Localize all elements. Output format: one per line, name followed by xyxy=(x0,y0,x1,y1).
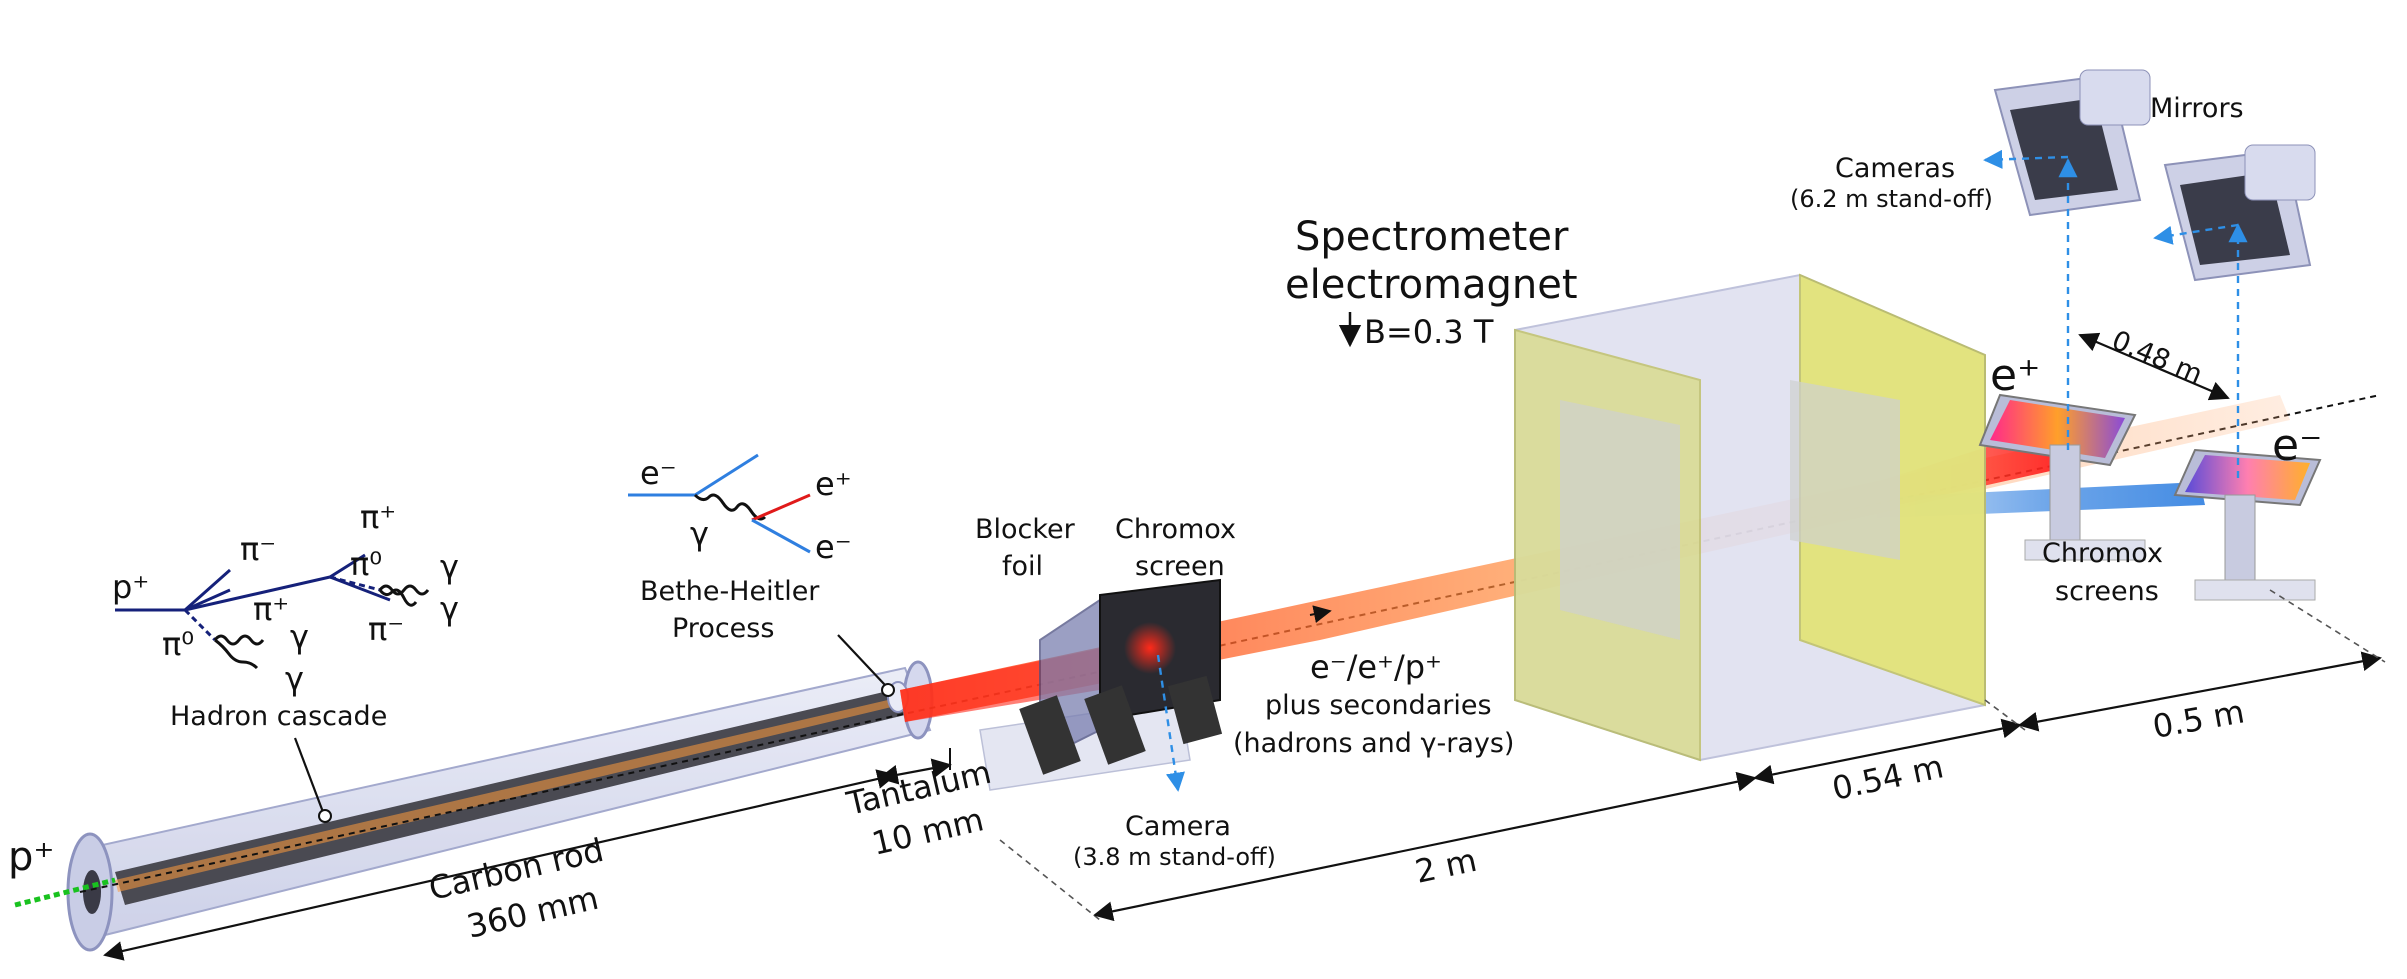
cascade-gamma-3: γ xyxy=(290,618,309,656)
incoming-proton-beam xyxy=(14,877,116,908)
bh-caption-line1: Bethe-Heitler xyxy=(640,576,820,607)
camera-label-2: (3.8 m stand-off) xyxy=(1073,843,1276,871)
chromox-label-1: Chromox xyxy=(1115,514,1236,545)
cascade-gamma-1: γ xyxy=(440,548,459,586)
screens-label-1: Chromox xyxy=(2042,538,2163,569)
cascade-pi-plus-mid: π⁺ xyxy=(253,590,289,628)
screens-label-2: screens xyxy=(2055,576,2159,607)
cascade-p-plus: p⁺ xyxy=(112,568,149,606)
camera-label-1: Camera xyxy=(1125,811,1231,842)
distance-05m-dimension xyxy=(2018,651,2382,732)
cascade-pi-minus-top: π⁻ xyxy=(240,530,276,568)
bh-e-plus-out: e⁺ xyxy=(815,465,852,503)
mirror-lower xyxy=(2163,144,2316,282)
proton-in-label: p⁺ xyxy=(8,834,55,880)
camera-sightline xyxy=(1156,654,1185,792)
tantalum-dimension xyxy=(878,758,952,785)
cascade-pi-zero-left: π⁰ xyxy=(162,625,194,663)
beam-label-2: plus secondaries xyxy=(1265,690,1492,721)
electron-chromox-screen xyxy=(2173,448,2322,601)
screen-separation-dimension xyxy=(2078,332,2230,401)
distance-054m-dimension xyxy=(1753,718,2022,785)
beam-label-1: e⁻/e⁺/p⁺ xyxy=(1310,648,1442,686)
positron-chromox-screen xyxy=(1978,393,2146,561)
mirror-upper xyxy=(1993,69,2151,217)
electron-label: e⁻ xyxy=(2272,420,2322,471)
bh-e-minus-out: e⁻ xyxy=(815,528,852,566)
mirrors-label: Mirrors xyxy=(2150,93,2244,124)
bethe-heitler-diagram xyxy=(628,453,811,554)
cascade-gamma-4: γ xyxy=(285,660,304,698)
cameras-label-2: (6.2 m stand-off) xyxy=(1790,185,1993,213)
magnet-label-1: Spectrometer xyxy=(1295,214,1569,260)
spectrometer-magnet xyxy=(1514,273,1986,762)
dim-2m: 2 m xyxy=(1412,841,1480,891)
cascade-pi-plus-right: π⁺ xyxy=(360,498,396,536)
carbon-rod-dimension xyxy=(103,769,897,961)
bh-e-minus-in: e⁻ xyxy=(640,454,677,492)
bh-caption-line2: Process xyxy=(672,613,774,644)
dim-048m: 0.48 m xyxy=(2107,325,2207,391)
positron-label: e⁺ xyxy=(1990,350,2040,401)
bh-pointer xyxy=(837,634,886,686)
hadron-cascade-caption: Hadron cascade xyxy=(170,701,387,732)
chromox-label-2: screen xyxy=(1135,551,1225,582)
dim-05m: 0.5 m xyxy=(2150,692,2247,745)
cascade-pi-zero-right: π⁰ xyxy=(350,545,382,583)
blocker-and-screen-assembly xyxy=(979,578,1223,791)
hadron-cascade-diagram xyxy=(115,553,430,670)
cascade-gamma-2: γ xyxy=(440,590,459,628)
bh-gamma: γ xyxy=(690,515,709,553)
distance-2m-dimension xyxy=(1093,771,1757,922)
magnet-label-2: electromagnet xyxy=(1285,262,1578,308)
blocker-label-1: Blocker xyxy=(975,514,1076,545)
blocker-label-2: foil xyxy=(1002,551,1043,582)
cameras-label-1: Cameras xyxy=(1835,153,1955,184)
beam-label-3: (hadrons and γ-rays) xyxy=(1233,728,1514,759)
dim-054m: 0.54 m xyxy=(1829,747,1947,808)
magnet-field-label: B=0.3 T xyxy=(1364,313,1494,351)
cascade-pi-minus-right: π⁻ xyxy=(368,610,404,648)
